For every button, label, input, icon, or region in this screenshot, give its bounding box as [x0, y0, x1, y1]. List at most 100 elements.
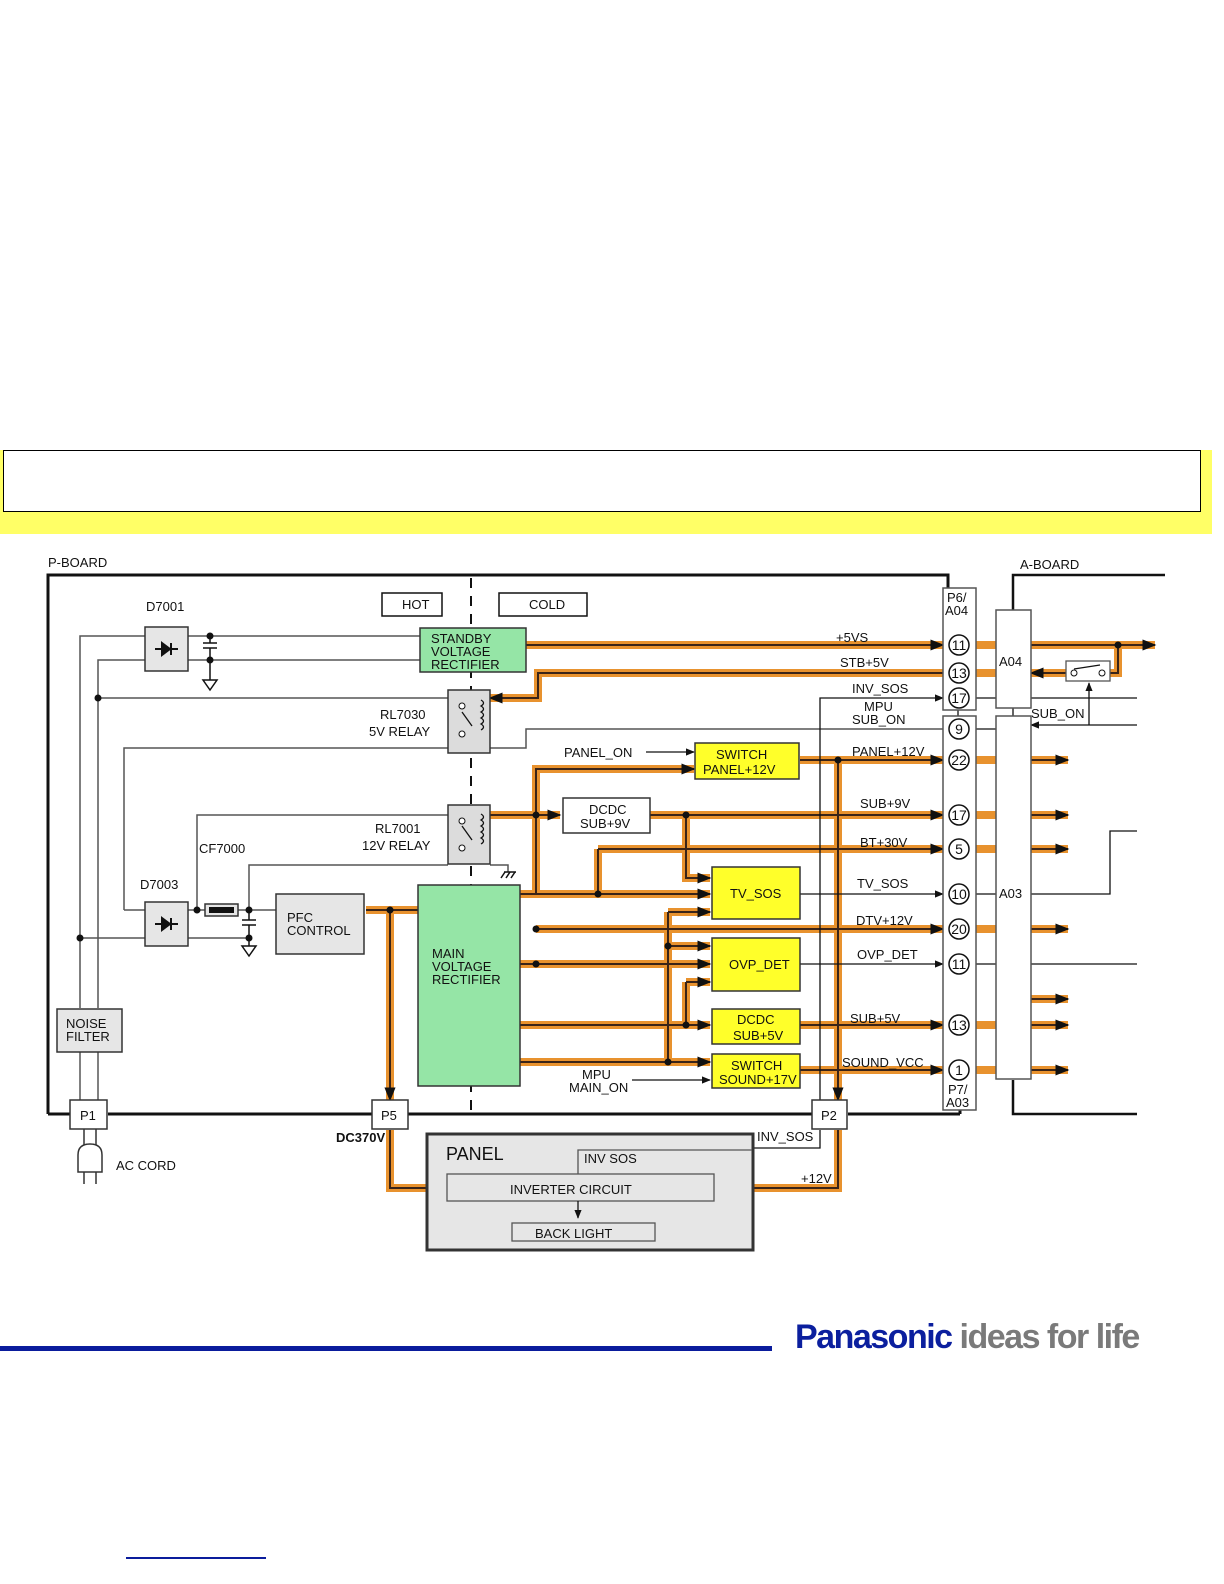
main-voltage-rectifier-block — [417, 884, 521, 1087]
pin-number: 11 — [952, 637, 967, 653]
inverter-circuit-label: INVERTER CIRCUIT — [510, 1182, 632, 1197]
pin-circle — [948, 749, 970, 771]
cf7000-label: CF7000 — [199, 841, 245, 856]
rl7001-relay — [447, 804, 491, 865]
pin-number: 1 — [955, 1062, 963, 1078]
pin-circle — [948, 918, 970, 940]
cold-label-box — [498, 592, 588, 617]
switch-sound17v-block — [711, 1053, 801, 1089]
pin-number: 17 — [951, 690, 967, 706]
brand-name: Panasonic — [795, 1318, 953, 1356]
title-box — [3, 450, 1201, 512]
signal-mpu-main-on-2: MAIN_ON — [569, 1080, 628, 1095]
rl7030-label-1: RL7030 — [380, 707, 426, 722]
signal-labels: +5VS STB+5V INV_SOS MPU SUB_ON PANEL_ON … — [336, 630, 1084, 1186]
pin-number: 13 — [951, 1017, 967, 1033]
d7001-rectifier — [144, 626, 189, 672]
signal-tv-sos: TV_SOS — [857, 876, 909, 891]
coil-icon — [479, 699, 485, 731]
connector-p2-label: P2 — [821, 1108, 837, 1123]
connector-p5 — [371, 1099, 409, 1130]
pin-circle — [948, 883, 970, 905]
svg-text:A03: A03 — [946, 1095, 969, 1110]
connector-p7-a03: P7/ A03 — [942, 715, 977, 1111]
switch-panel-label-1: SWITCH — [716, 747, 767, 762]
signal-dtv12v: DTV+12V — [856, 913, 913, 928]
connector-p1 — [69, 1099, 108, 1130]
svg-text:P6/: P6/ — [947, 590, 967, 605]
junction-dots — [76, 632, 253, 942]
coil-icon — [479, 813, 485, 845]
pin-number: 22 — [951, 752, 967, 768]
p-board-outline — [46, 573, 962, 1116]
dcdc-sub5v-label-1: DCDC — [737, 1012, 775, 1027]
signal-sub5v: SUB+5V — [850, 1011, 901, 1026]
standby-label-2: VOLTAGE — [431, 644, 491, 659]
pfc-control-label-1: PFC — [287, 910, 313, 925]
ac-cord-label: AC CORD — [116, 1158, 176, 1173]
a-board-outline — [1011, 573, 1165, 1116]
brand-tagline: ideas for life — [959, 1318, 1141, 1356]
panel-inv-sos-label: INV SOS — [584, 1151, 637, 1166]
pin-number: 13 — [951, 665, 967, 681]
hot-label-box — [381, 592, 443, 617]
pin-number: 9 — [955, 721, 963, 737]
main-rect-label-2: VOLTAGE — [432, 959, 492, 974]
ovp-det-label: OVP_DET — [729, 957, 790, 972]
svg-text:A04: A04 — [945, 603, 968, 618]
panel-title: PANEL — [446, 1144, 504, 1164]
standby-label-1: STANDBY — [431, 631, 492, 646]
pin-number: 17 — [951, 807, 967, 823]
signal-mpu-main-on-1: MPU — [582, 1067, 611, 1082]
signal-plus12v: +12V — [801, 1171, 832, 1186]
panel-block — [425, 1132, 755, 1252]
a03-label: A03 — [999, 886, 1022, 901]
signal-panel-on: PANEL_ON — [564, 745, 632, 760]
pin-number: 5 — [955, 841, 963, 857]
a03-connector — [995, 715, 1032, 1080]
pin-circle — [948, 838, 970, 860]
pin-circle — [948, 718, 970, 740]
pfc-control-label-2: CONTROL — [287, 923, 351, 938]
main-rect-label-1: MAIN — [432, 946, 465, 961]
dcdc-sub5v-block — [711, 1008, 801, 1045]
d7003-rectifier — [144, 901, 189, 947]
dcdc-sub9v-label-1: DCDC — [589, 802, 627, 817]
tv-sos-label: TV_SOS — [730, 886, 782, 901]
pin-number: 11 — [952, 956, 967, 972]
switch-panel12v-block — [694, 742, 800, 780]
cold-label: COLD — [529, 597, 565, 612]
standby-label-3: RECTIFIER — [431, 657, 500, 672]
pin-circle — [948, 804, 970, 826]
dcdc-sub5v-label-2: SUB+5V — [733, 1028, 784, 1043]
noise-filter-block — [56, 1008, 123, 1053]
power-block-diagram: P-BOARD A-BOARD HOT COLD — [46, 555, 1165, 1252]
ac-plug-icon — [77, 1129, 103, 1184]
tv-sos-block — [711, 866, 801, 920]
rl7030-label-2: 5V RELAY — [369, 724, 431, 739]
pin-circle — [948, 1059, 970, 1081]
footer-rule — [0, 1346, 772, 1351]
signal-mpu-sub-on-2: SUB_ON — [852, 712, 905, 727]
rl7001-label-2: 12V RELAY — [362, 838, 431, 853]
d7003-label: D7003 — [140, 877, 178, 892]
signal-sound-vcc: SOUND_VCC — [842, 1055, 924, 1070]
switch-sound-label-1: SWITCH — [731, 1058, 782, 1073]
dcdc-sub9v-block — [562, 797, 651, 834]
ovp-det-block — [711, 937, 801, 992]
connector-p1-label: P1 — [80, 1108, 96, 1123]
standby-voltage-rectifier-block — [419, 627, 527, 673]
a-board-label: A-BOARD — [1020, 557, 1079, 572]
signal-sub9v: SUB+9V — [860, 796, 911, 811]
fuse-element — [209, 907, 234, 913]
switch-sound-label-2: SOUND+17V — [719, 1072, 797, 1087]
pin-circle — [948, 1014, 970, 1036]
hot-label: HOT — [402, 597, 430, 612]
diode-icon — [155, 916, 178, 932]
pin-number: 20 — [951, 921, 967, 937]
signal-sub-on: SUB_ON — [1031, 706, 1084, 721]
sub-on-switch — [1065, 660, 1111, 682]
pin-circle — [948, 662, 970, 684]
signal-dc370v: DC370V — [336, 1130, 385, 1145]
pfc-control-block — [275, 893, 365, 955]
